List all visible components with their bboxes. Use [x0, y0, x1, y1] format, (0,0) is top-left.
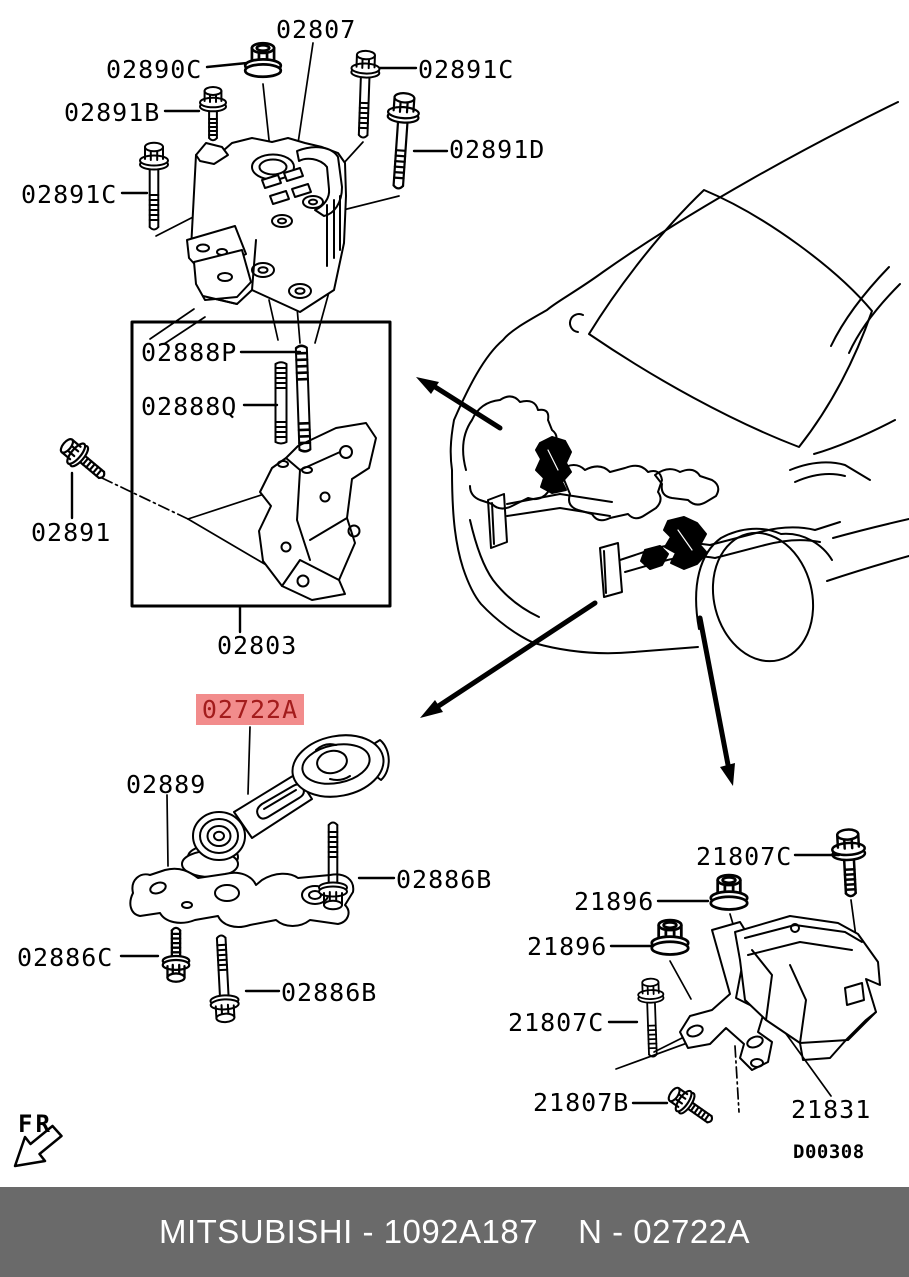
diagram-line-art	[13, 41, 909, 1168]
bolt-icon	[636, 977, 667, 1058]
stud-icon	[274, 361, 288, 445]
bolt-icon	[206, 933, 241, 1024]
part-label-02889: 02889	[126, 770, 207, 799]
part-label-02888p: 02888P	[141, 338, 238, 367]
bolt-icon	[318, 821, 348, 911]
bolt-icon	[139, 141, 169, 231]
part-label-02888q: 02888Q	[141, 392, 238, 421]
car-illustration	[449, 101, 909, 663]
part-label-21807b: 21807B	[533, 1088, 630, 1117]
stopper-plate-drawing	[129, 867, 355, 928]
drawing-code: D00308	[793, 1141, 865, 1163]
rear-mount-drawing	[679, 915, 881, 1071]
part-label-21896-lower: 21896	[527, 932, 608, 961]
footer-banner: MITSUBISHI - 1092A187 N - 02722A	[0, 1187, 909, 1277]
part-label-21807c-top: 21807C	[696, 842, 793, 871]
part-label-02891c-left: 02891C	[21, 180, 118, 209]
part-label-02891: 02891	[31, 518, 112, 547]
part-label-02891d: 02891D	[449, 135, 546, 164]
torque-rod-drawing	[181, 734, 390, 878]
part-label-21807c-left: 21807C	[508, 1008, 605, 1037]
part-label-02807: 02807	[276, 15, 357, 44]
direction-arrows	[416, 377, 735, 786]
part-label-02803: 02803	[217, 631, 298, 660]
front-direction-label: FR	[18, 1110, 53, 1138]
bolt-icon	[381, 91, 422, 191]
part-label-02722a-highlighted[interactable]: 02722A	[196, 694, 304, 725]
footer-catalog-text: MITSUBISHI - 1092A187	[158, 1213, 539, 1250]
bolt-icon	[663, 1081, 720, 1132]
stud-icon	[294, 344, 312, 453]
front-direction-arrow	[13, 1124, 63, 1168]
pointer-lines	[101, 42, 857, 1113]
part-label-02886c: 02886C	[17, 943, 114, 972]
bolt-icon	[161, 926, 191, 983]
part-label-02891b: 02891B	[64, 98, 161, 127]
part-label-21831: 21831	[791, 1095, 872, 1124]
part-label-21896-upper: 21896	[574, 887, 655, 916]
part-label-02891c-top: 02891C	[418, 55, 515, 84]
bolt-icon	[829, 827, 869, 899]
part-label-02886b-upper: 02886B	[396, 865, 493, 894]
nut-icon	[709, 873, 749, 911]
leader-lines	[70, 61, 841, 1105]
part-label-02886b-lower: 02886B	[281, 978, 378, 1007]
footer-part-number: N - 02722A	[578, 1213, 751, 1250]
nut-icon	[650, 918, 690, 956]
upper-mount-drawing	[186, 137, 347, 313]
part-label-02890c: 02890C	[106, 55, 203, 84]
bolt-icon	[348, 49, 382, 139]
inset-box	[130, 320, 392, 608]
nut-icon	[243, 41, 283, 79]
bolt-icon	[199, 86, 227, 142]
